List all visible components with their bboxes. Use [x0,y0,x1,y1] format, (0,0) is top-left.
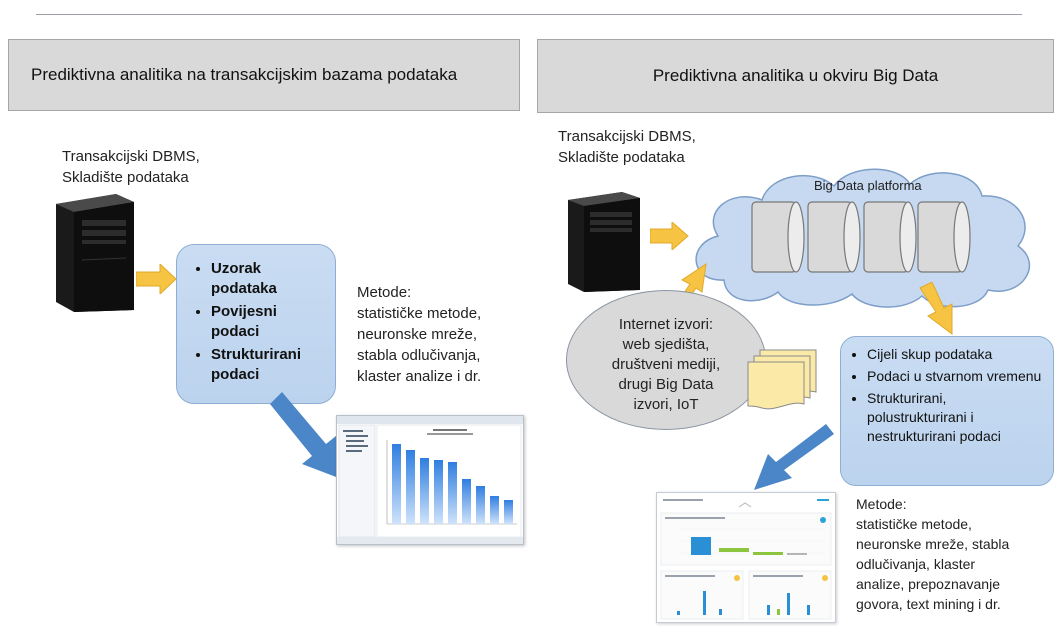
right-methods-line: neuronske mreže, stabla [856,536,1010,552]
left-data-item: Strukturirani podaci [211,345,327,385]
left-methods-line: Metode: [357,284,412,301]
cylinder-icon [917,201,971,273]
left-header-title: Prediktivna analitika na transakcijskim … [31,65,458,84]
storage-cylinders [751,201,971,273]
left-methods-text: Metode: statističke metode, neuronske mr… [357,282,481,387]
left-source-label: Transakcijski DBMS, Skladište podataka [62,146,200,188]
right-source-line-1: Transakcijski DBMS, [558,128,696,145]
right-source-label: Transakcijski DBMS, Skladište podataka [558,126,696,168]
arrow-data-to-analysis [270,392,344,480]
internet-sources-ellipse: Internet izvori: web sjedišta, društveni… [566,290,766,430]
bar-chart-screenshot [336,415,524,545]
dashboard-screenshot [656,492,836,623]
right-header-title: Prediktivna analitika u okviru Big Data [652,66,939,85]
right-data-item: Strukturirani, polustrukturirani i nestr… [867,389,1047,446]
documents-icon [747,349,817,410]
right-source-line-2: Skladište podataka [558,149,685,166]
left-data-item: Uzorak podataka [211,259,327,299]
internet-line: Internet izvori: [618,316,714,333]
server-icon [56,194,134,312]
internet-line: društveni mediji, [611,356,721,373]
internet-line: web sjedišta, [622,336,710,353]
dashboard-graphic [660,499,832,620]
right-panel-header: Prediktivna analitika u okviru Big Data [537,39,1054,113]
right-data-box: Cijeli skup podataka Podaci u stvarnom v… [840,336,1054,486]
right-data-item: Cijeli skup podataka [867,345,1047,364]
right-methods-line: govora, text mining i dr. [856,596,1001,612]
left-methods-line: statističke metode, [357,305,482,322]
right-methods-text: Metode: statističke metode, neuronske mr… [856,494,1009,614]
bar-chart-graphic [337,416,523,544]
internet-line: izvori, IoT [633,396,699,413]
arrow-server-to-cloud [650,222,689,250]
cylinder-icon [863,201,917,273]
right-methods-line: analize, prepoznavanje [856,576,1000,592]
right-methods-line: statističke metode, [856,516,972,532]
left-source-line-2: Skladište podataka [62,169,189,186]
arrow-data-to-dashboard [754,424,834,490]
left-methods-line: neuronske mreže, [357,326,478,343]
left-data-box: Uzorak podataka Povijesni podaci Struktu… [176,244,336,404]
cylinder-icon [751,201,805,273]
left-panel-header: Prediktivna analitika na transakcijskim … [8,39,520,111]
arrow-server-to-data [136,264,177,294]
internet-line: drugi Big Data [618,376,714,393]
left-data-item: Povijesni podaci [211,302,327,342]
left-source-line-1: Transakcijski DBMS, [62,148,200,165]
right-methods-line: odlučivanja, klaster [856,556,976,572]
right-data-item: Podaci u stvarnom vremenu [867,367,1047,386]
right-methods-line: Metode: [856,496,907,512]
arrow-cloud-to-data [919,282,953,335]
cylinder-icon [807,201,861,273]
left-methods-line: stabla odlučivanja, [357,347,481,364]
platform-label: Big Data platforma [814,178,922,193]
top-divider [36,14,1022,15]
left-methods-line: klaster analize i dr. [357,368,482,385]
server-icon [568,192,640,292]
